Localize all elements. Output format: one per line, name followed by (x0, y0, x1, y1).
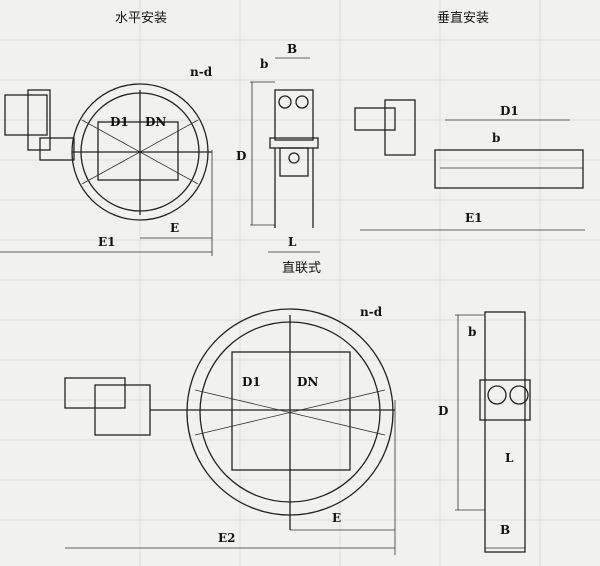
label-e2-bottom: E2 (218, 531, 236, 545)
label-dn-top: DN (145, 115, 166, 129)
label-d-top: D (236, 149, 246, 163)
side-view (250, 57, 320, 253)
label-b-small-bottom: b (468, 325, 476, 339)
label-d-bottom: D (438, 404, 448, 418)
label-e1-vertical: E1 (465, 211, 483, 225)
label-d1-bottom: D1 (242, 375, 261, 389)
direct-view (64, 308, 531, 555)
title-direct: 直联式 (282, 261, 321, 276)
label-b-big-bottom: B (500, 523, 510, 537)
label-e1-top: E1 (98, 235, 116, 249)
label-b-vertical: b (492, 131, 500, 145)
label-l-top: L (288, 235, 297, 249)
label-d1-vertical: D1 (500, 104, 519, 118)
title-horizontal: 水平安装 (115, 11, 167, 26)
vertical-view (354, 99, 585, 231)
label-b-small-top: b (260, 57, 268, 71)
label-dn-bottom: DN (297, 375, 318, 389)
label-d1-top: D1 (110, 115, 129, 129)
label-e-bottom: E (332, 511, 341, 525)
label-nd-bottom: n-d (360, 305, 383, 319)
title-vertical: 垂直安装 (437, 11, 489, 26)
label-e-top: E (170, 221, 179, 235)
horizontal-view (0, 83, 213, 256)
label-b-big-top: B (287, 42, 297, 56)
label-l-bottom: L (505, 451, 514, 465)
label-nd-top: n-d (190, 65, 213, 79)
